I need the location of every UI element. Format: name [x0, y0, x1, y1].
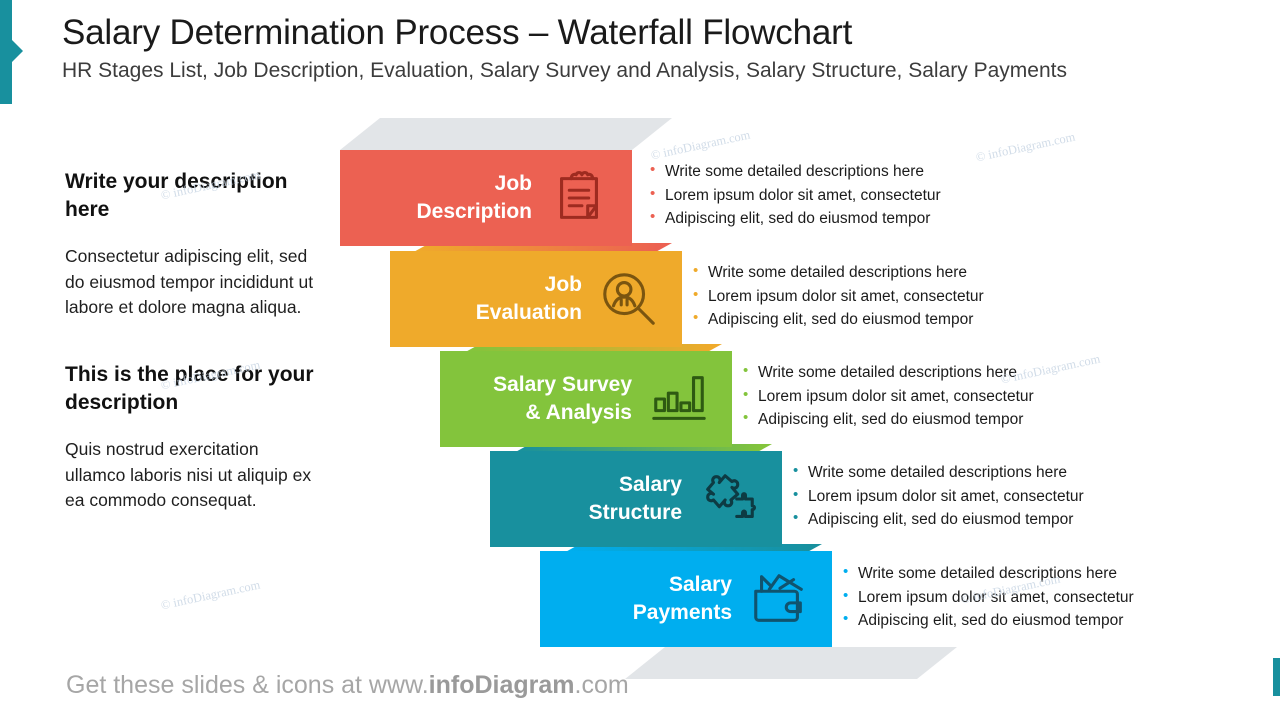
list-item: Adipiscing elit, sed do eiusmod tempor — [843, 608, 1134, 633]
waterfall-step-bar[interactable]: Job Evaluation — [390, 251, 682, 347]
waterfall-step-4[interactable]: Salary Structure — [490, 451, 782, 547]
puzzle-pieces-icon — [698, 468, 760, 530]
list-item: Write some detailed descriptions here — [793, 460, 1084, 485]
sidebar-heading-1: Write your description here — [65, 170, 288, 221]
waterfall-step-bullets: Write some detailed descriptions hereLor… — [843, 561, 1134, 633]
sidebar-description-panel: Write your description here Consectetur … — [65, 168, 315, 514]
waterfall-step-3[interactable]: Salary Survey & Analysis — [440, 351, 732, 447]
waterfall-step-5[interactable]: Salary Payments — [540, 551, 832, 647]
sidebar-body-2: Quis nostrud exercitation ullamco labori… — [65, 438, 312, 511]
sidebar-block-1: Write your description here Consectetur … — [65, 168, 315, 321]
list-item: Adipiscing elit, sed do eiusmod tempor — [743, 407, 1034, 432]
waterfall-step-label: Salary Structure — [588, 473, 682, 524]
list-item: Lorem ipsum dolor sit amet, consectetur — [843, 585, 1134, 610]
footer-suffix: .com — [574, 671, 629, 699]
page-title: Salary Determination Process – Waterfall… — [62, 13, 853, 52]
list-item: Adipiscing elit, sed do eiusmod tempor — [793, 507, 1084, 532]
waterfall-step-bullets: Write some detailed descriptions hereLor… — [743, 360, 1034, 432]
wallet-icon — [748, 568, 810, 630]
waterfall-step-bullets: Write some detailed descriptions hereLor… — [693, 260, 984, 332]
waterfall-step-1[interactable]: Job Description — [340, 150, 632, 246]
left-accent-bar — [0, 0, 12, 104]
person-magnifier-icon — [598, 268, 660, 330]
footer-brand: infoDiagram — [428, 671, 575, 699]
waterfall-step-bar[interactable]: Job Description — [340, 150, 632, 246]
waterfall-step-bullets: Write some detailed descriptions hereLor… — [650, 159, 941, 231]
list-item: Write some detailed descriptions here — [743, 360, 1034, 385]
watermark: © infoDiagram.com — [999, 351, 1102, 387]
waterfall-step-label: Salary Payments — [632, 573, 732, 624]
list-item: Lorem ipsum dolor sit amet, consectetur — [693, 284, 984, 309]
sidebar-heading-2: This is the place for your description — [65, 363, 314, 414]
slide-header: Salary Determination Process – Waterfall… — [62, 12, 1242, 83]
list-item: Lorem ipsum dolor sit amet, consectetur — [650, 183, 941, 208]
footer-accent-bar — [1273, 658, 1280, 696]
footer-promo: Get these slides & icons at www.infoDiag… — [66, 671, 629, 700]
bar-chart-icon — [648, 368, 710, 430]
clipboard-icon — [548, 167, 610, 229]
left-accent-chevron-icon — [12, 40, 23, 62]
list-item: Write some detailed descriptions here — [843, 561, 1134, 586]
watermark: © infoDiagram.com — [159, 577, 262, 613]
watermark: © infoDiagram.com — [649, 127, 752, 163]
footer-prefix: Get these slides & icons at www. — [66, 671, 429, 699]
waterfall-step-bar[interactable]: Salary Structure — [490, 451, 782, 547]
list-item: Adipiscing elit, sed do eiusmod tempor — [650, 206, 941, 231]
watermark: © infoDiagram.com — [974, 129, 1077, 165]
list-item: Write some detailed descriptions here — [650, 159, 941, 184]
waterfall-step-2[interactable]: Job Evaluation — [390, 251, 682, 347]
waterfall-step-label: Job Description — [416, 172, 532, 223]
sidebar-block-2: This is the place for your description Q… — [65, 361, 315, 514]
list-item: Adipiscing elit, sed do eiusmod tempor — [693, 307, 984, 332]
page-subtitle: HR Stages List, Job Description, Evaluat… — [62, 59, 1067, 83]
list-item: Lorem ipsum dolor sit amet, consectetur — [743, 384, 1034, 409]
background-ghost-shape — [340, 118, 672, 150]
list-item: Write some detailed descriptions here — [693, 260, 984, 285]
waterfall-step-label: Job Evaluation — [475, 273, 582, 324]
background-ghost-shape — [625, 647, 957, 679]
sidebar-body-1: Consectetur adipiscing elit, sed do eius… — [65, 245, 314, 318]
list-item: Lorem ipsum dolor sit amet, consectetur — [793, 484, 1084, 509]
waterfall-step-bullets: Write some detailed descriptions hereLor… — [793, 460, 1084, 532]
waterfall-step-bar[interactable]: Salary Survey & Analysis — [440, 351, 732, 447]
waterfall-step-label: Salary Survey & Analysis — [493, 373, 632, 424]
waterfall-step-bar[interactable]: Salary Payments — [540, 551, 832, 647]
